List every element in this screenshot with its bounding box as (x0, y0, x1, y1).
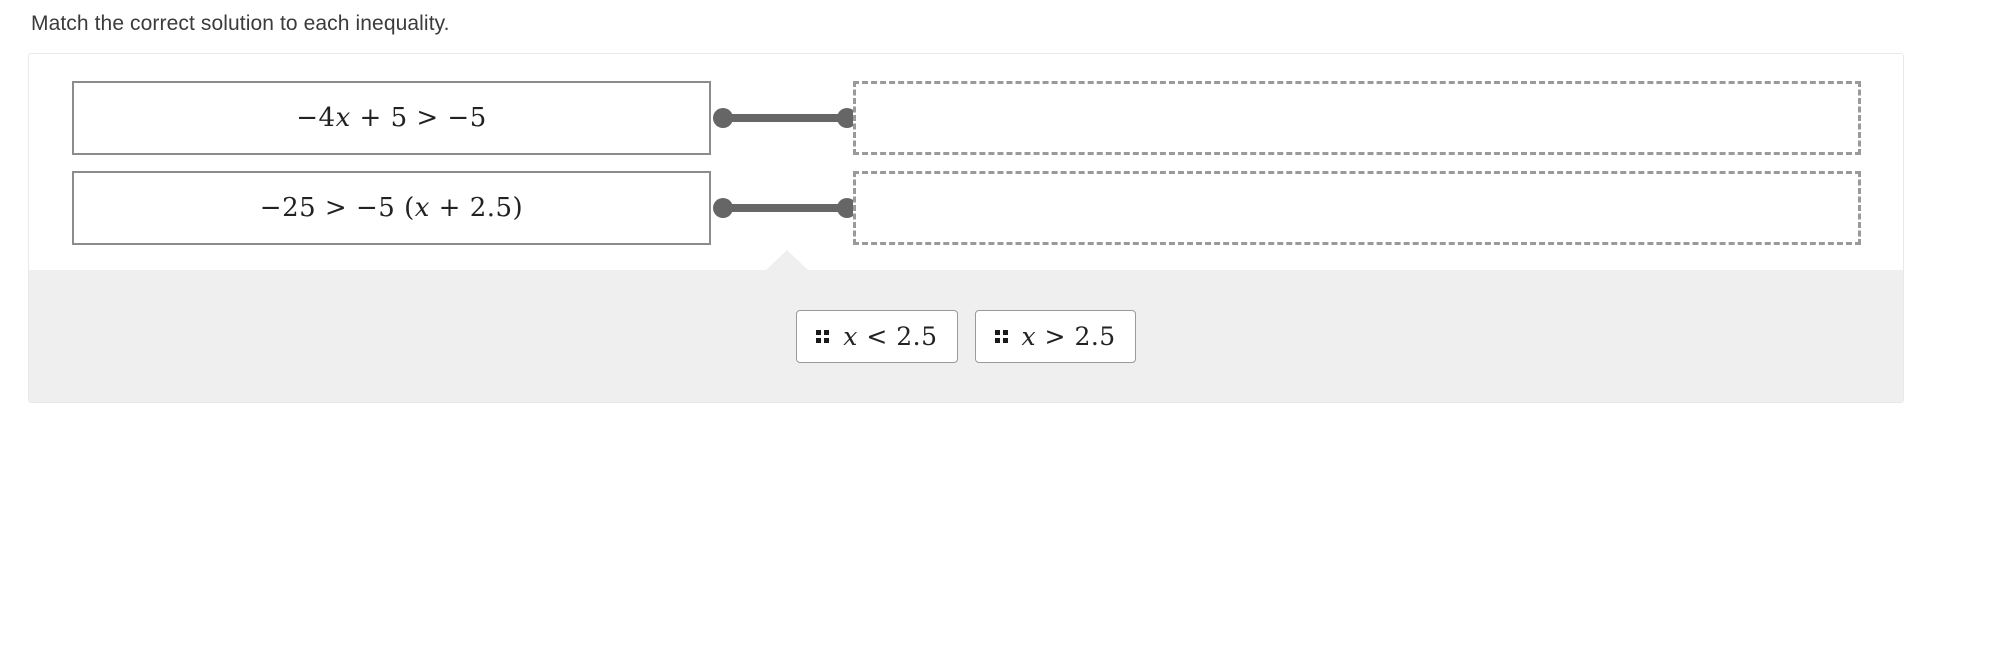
answer-tray-items: x < 2.5 x > 2.5 (29, 271, 1903, 402)
answer-tile-label-1: x < 2.5 (843, 322, 938, 351)
answer-tray: x < 2.5 x > 2.5 (29, 250, 1903, 402)
answer-tile-1[interactable]: x < 2.5 (796, 310, 958, 363)
match-row: −25 > −5 (x + 2.5) (29, 171, 1903, 247)
connector-bar-icon (721, 114, 849, 122)
match-area: −4x + 5 > −5 −25 > −5 (x + 2.5) (29, 54, 1903, 270)
inequality-expression-2: −25 > −5 (x + 2.5) (259, 193, 524, 223)
dropzone-1[interactable] (853, 81, 1861, 155)
connector-2 (713, 198, 857, 218)
answer-tile-2[interactable]: x > 2.5 (974, 310, 1136, 363)
page-title: Match the correct solution to each inequ… (31, 12, 450, 35)
drag-handle-icon[interactable] (994, 330, 1008, 343)
drag-handle-icon[interactable] (816, 330, 830, 343)
tray-pointer-icon (765, 250, 809, 271)
inequality-prompt-2: −25 > −5 (x + 2.5) (72, 171, 711, 245)
connector-knob-right-icon (837, 108, 857, 128)
inequality-expression-1: −4x + 5 > −5 (296, 103, 487, 133)
connector-bar-icon (721, 204, 849, 212)
connector-knob-right-icon (837, 198, 857, 218)
inequality-prompt-1: −4x + 5 > −5 (72, 81, 711, 155)
dropzone-2[interactable] (853, 171, 1861, 245)
match-row: −4x + 5 > −5 (29, 81, 1903, 157)
connector-1 (713, 108, 857, 128)
answer-tile-label-2: x > 2.5 (1021, 322, 1116, 351)
exercise-card: −4x + 5 > −5 −25 > −5 (x + 2.5) (28, 53, 1904, 403)
